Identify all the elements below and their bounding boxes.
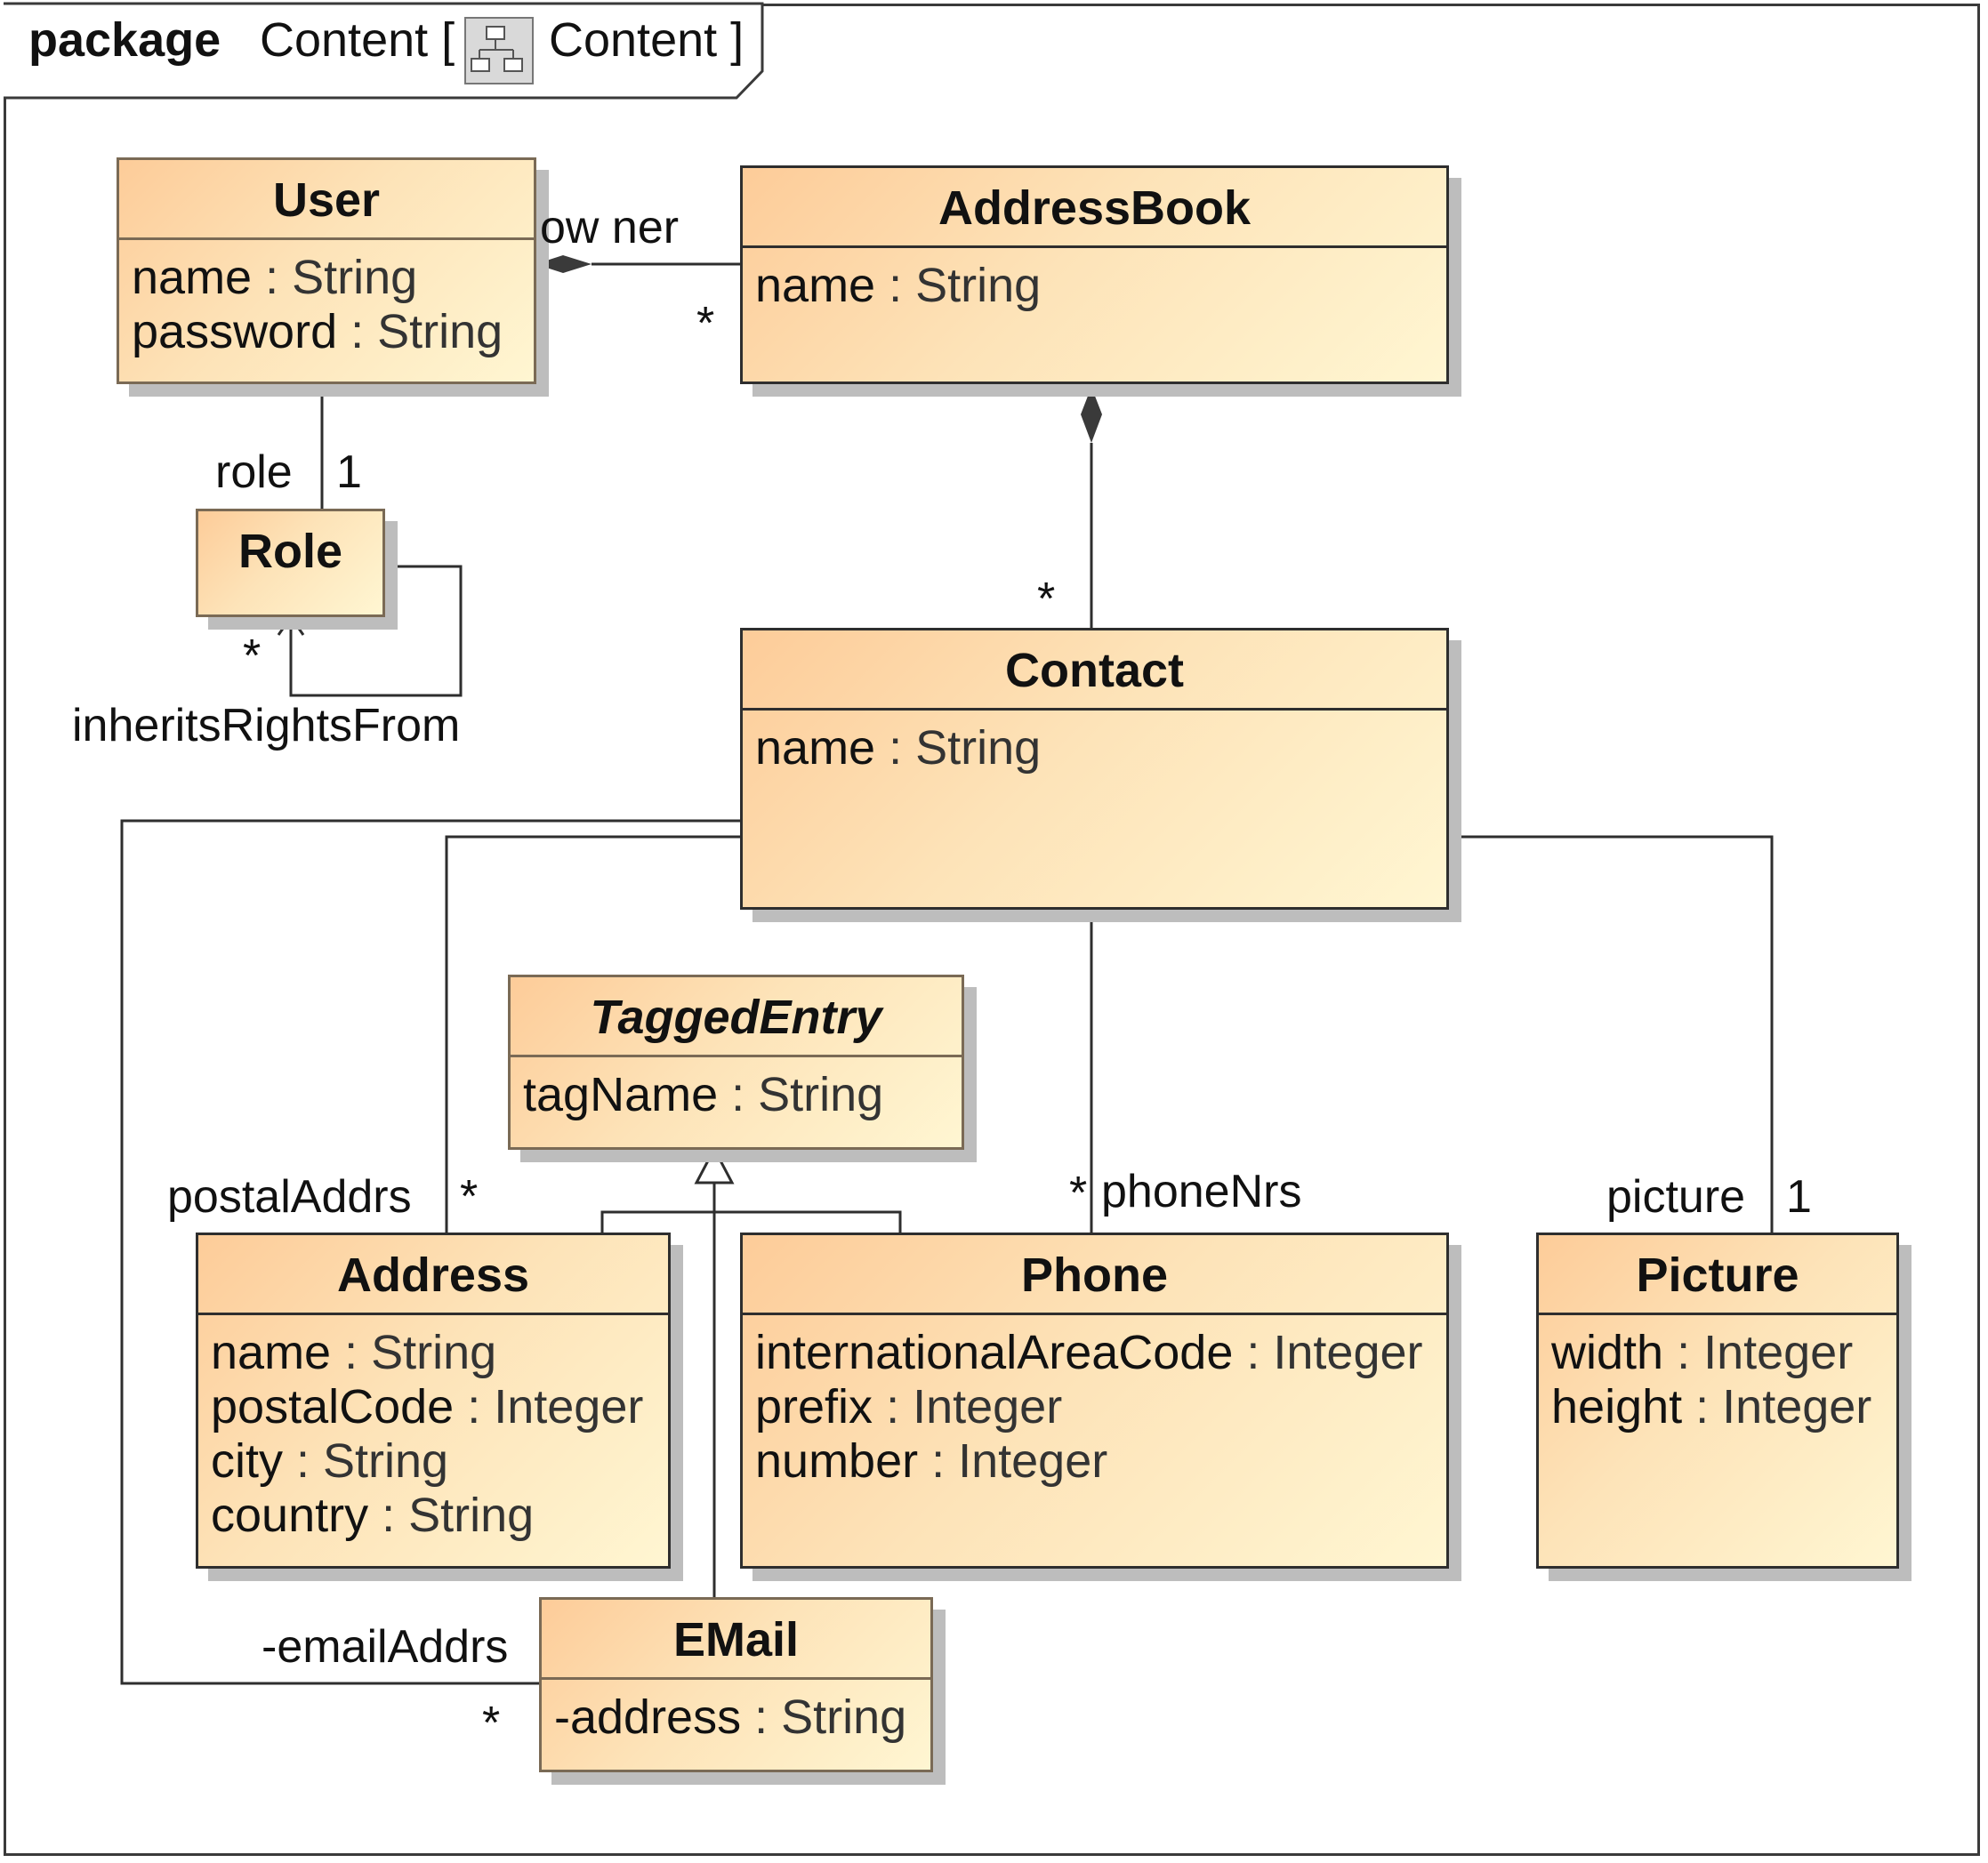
email-association: [120, 819, 740, 1685]
package-frame: [4, 4, 1980, 1856]
owner-role-label: ow ner: [540, 202, 680, 253]
postal-association: [445, 835, 740, 1233]
class-phone[interactable]: Phone internationalAreaCode : Integer pr…: [740, 1233, 1449, 1569]
package-tab-border: [4, 2, 764, 100]
inherits-label: inheritsRightsFrom: [72, 700, 461, 751]
class-addressbook[interactable]: AddressBook name : String: [740, 165, 1449, 384]
generalization-triangle: [694, 1145, 735, 1184]
class-email[interactable]: EMail -address : String: [539, 1597, 933, 1772]
picture-multiplicity: 1: [1786, 1171, 1812, 1223]
class-contact[interactable]: Contact name : String: [740, 628, 1449, 910]
class-user[interactable]: User name : String password : String: [117, 157, 536, 384]
phone-label: phoneNrs: [1101, 1166, 1302, 1217]
attribute: height : Integer: [1551, 1380, 1872, 1433]
attribute-list: name : String: [743, 711, 1446, 775]
class-name: User: [119, 160, 534, 240]
attribute-list: tagName : String: [511, 1057, 962, 1122]
generalization-address: [600, 1210, 902, 1233]
class-role[interactable]: Role: [196, 509, 385, 617]
contact-multiplicity: *: [1037, 574, 1056, 625]
attribute: password : String: [132, 305, 503, 358]
class-name: EMail: [542, 1600, 930, 1680]
diagram-name: Content ]: [549, 13, 744, 67]
attribute: name : String: [755, 721, 1042, 775]
inherits-rights-association: [289, 565, 463, 697]
attribute: city : String: [211, 1434, 449, 1488]
class-name: Contact: [743, 630, 1446, 711]
contact-composition-diamond: [1081, 387, 1102, 443]
phone-multiplicity: *: [1069, 1168, 1088, 1219]
attribute-list: internationalAreaCode : Integer prefix :…: [743, 1315, 1446, 1489]
attribute: prefix : Integer: [755, 1380, 1063, 1433]
postal-label: postalAddrs: [167, 1171, 412, 1223]
inherits-multiplicity: *: [243, 630, 262, 682]
attribute-list: -address : String: [542, 1680, 930, 1745]
class-picture[interactable]: Picture width : Integer height : Integer: [1536, 1233, 1899, 1569]
attribute: -address : String: [554, 1690, 907, 1744]
class-diagram-icon: [464, 17, 534, 84]
owner-multiplicity: *: [696, 298, 715, 349]
class-name: Phone: [743, 1235, 1446, 1315]
picture-association: [1449, 835, 1774, 1233]
role-multiplicity: 1: [336, 446, 362, 498]
attribute: tagName : String: [523, 1068, 884, 1121]
class-name: AddressBook: [743, 168, 1446, 248]
class-taggedentry[interactable]: TaggedEntry tagName : String: [508, 975, 964, 1150]
attribute-list: name : String password : String: [119, 240, 534, 359]
attribute-list: name : String: [743, 248, 1446, 313]
package-name: Content [: [260, 13, 455, 67]
attribute: number : Integer: [755, 1434, 1108, 1488]
class-name: Address: [198, 1235, 668, 1315]
package-keyword: package: [28, 13, 221, 67]
picture-label: picture: [1606, 1171, 1746, 1223]
class-address[interactable]: Address name : String postalCode : Integ…: [196, 1233, 671, 1569]
role-label: role: [215, 446, 293, 498]
class-name: Picture: [1539, 1235, 1896, 1315]
inherits-arrowhead: [277, 614, 305, 636]
email-label: -emailAddrs: [262, 1621, 509, 1673]
postal-multiplicity: *: [460, 1171, 479, 1223]
attribute: width : Integer: [1551, 1326, 1854, 1379]
attribute: internationalAreaCode : Integer: [755, 1326, 1423, 1379]
email-multiplicity: *: [482, 1698, 501, 1749]
owner-composition-diamond: [535, 255, 592, 273]
class-name: Role: [237, 525, 343, 578]
attribute: name : String: [211, 1326, 497, 1379]
attribute: postalCode : Integer: [211, 1380, 644, 1433]
attribute: country : String: [211, 1489, 535, 1542]
class-name: TaggedEntry: [511, 977, 962, 1057]
attribute-list: width : Integer height : Integer: [1539, 1315, 1896, 1434]
attribute: name : String: [132, 251, 418, 304]
attribute: name : String: [755, 259, 1042, 312]
attribute-list: name : String postalCode : Integer city …: [198, 1315, 668, 1543]
